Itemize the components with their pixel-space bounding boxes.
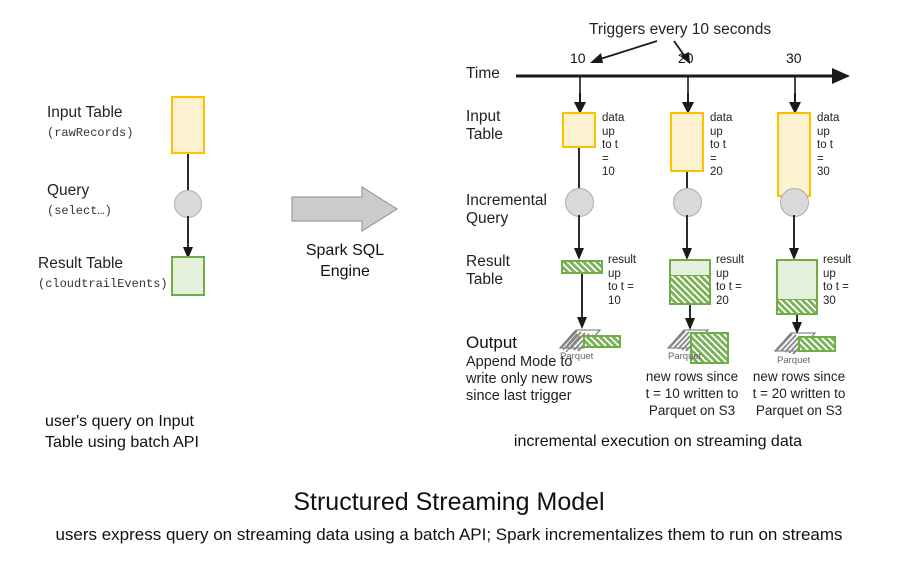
- page-subtitle: users express query on streaming data us…: [55, 525, 843, 544]
- right-panel: Triggers every 10 seconds Time 10 20 30 …: [466, 21, 852, 450]
- trigger-note-label: Triggers every 10 seconds: [589, 21, 772, 38]
- col20-result-table-box: [669, 259, 711, 305]
- col30-result-note: result up to t = 30: [823, 254, 852, 307]
- col20-output-note: new rows since t = 10 written to Parquet…: [645, 369, 739, 418]
- col10-parquet-label: Parquet: [560, 351, 594, 362]
- left-panel-caption: user's query on Input Table using batch …: [45, 413, 199, 451]
- right-panel-caption: incremental execution on streaming data: [513, 433, 803, 450]
- col20-connector-input-to-query: [686, 172, 688, 188]
- col30-trigger-arrow-icon: [789, 93, 801, 114]
- col30-input-table-box: [777, 112, 811, 197]
- col10-result-note: result up to t = 10: [608, 254, 637, 307]
- col30-output-note: new rows since t = 20 written to Parquet…: [752, 369, 846, 418]
- col10-parquet-output: Parquet: [558, 326, 621, 362]
- col20-result-hatched-part: [671, 275, 709, 303]
- row-label-output: Output Append Mode to write only new row…: [466, 333, 596, 405]
- col10-query-circle: [565, 188, 594, 217]
- time-axis: [516, 68, 850, 93]
- col10-input-table-box: [562, 112, 596, 148]
- left-input-table-box: [171, 96, 205, 154]
- col20-connector-result-to-output: [685, 305, 695, 330]
- col20-connector-query-to-result: [682, 215, 692, 260]
- col20-output-block: [690, 332, 729, 364]
- col30-result-table-box: [776, 259, 818, 315]
- col30-connector-result-to-output: [792, 315, 802, 334]
- col30-output-block: [798, 336, 836, 352]
- col30-query-circle: [780, 188, 809, 217]
- left-query-label: Query (select…): [47, 182, 112, 220]
- col20-parquet-label: Parquet: [668, 351, 702, 362]
- output-note: Append Mode to write only new rows since…: [466, 354, 593, 404]
- spark-sql-engine-label: Spark SQL Engine: [305, 242, 385, 280]
- left-query-sub: (select…): [47, 204, 112, 218]
- col20-parquet-output: Parquet: [666, 326, 729, 364]
- footer: Structured Streaming Model users express…: [0, 488, 898, 545]
- col10-input-note: data up to t = 10: [602, 112, 625, 178]
- left-query-circle: [174, 190, 202, 218]
- spark-sql-engine-group: Spark SQL Engine: [290, 185, 400, 282]
- time-tick-30: 30: [786, 50, 802, 66]
- row-label-result-table: Result Table: [466, 253, 510, 288]
- left-result-table-box: [171, 256, 205, 296]
- col20-trigger-arrow-icon: [682, 93, 694, 114]
- output-title: Output: [466, 333, 518, 352]
- left-connector-query-to-result: [183, 216, 193, 259]
- time-axis-label: Time: [466, 65, 500, 82]
- left-connector-input-to-query: [187, 154, 189, 190]
- left-result-table-label: Result Table (cloudtrailEvents): [38, 255, 168, 293]
- block-arrow-right-icon: [291, 185, 399, 233]
- left-input-table-label: Input Table (rawRecords): [47, 104, 133, 142]
- parquet-stack-icon: [558, 329, 602, 353]
- col20-query-circle: [673, 188, 702, 217]
- row-label-incremental-query: Incremental Query: [466, 192, 547, 227]
- col10-result-table-hatched: [561, 260, 603, 274]
- col30-parquet-output: Parquet: [773, 329, 836, 366]
- page-title: Structured Streaming Model: [293, 488, 605, 516]
- col20-input-note: data up to t = 20: [710, 112, 733, 178]
- left-panel: Input Table (rawRecords) Query (select…)…: [0, 0, 300, 480]
- left-result-table-sub: (cloudtrailEvents): [38, 277, 168, 291]
- col10-connector-input-to-query: [578, 148, 580, 188]
- row-label-input-table: Input Table: [466, 108, 504, 143]
- time-tick-10: 10: [570, 50, 586, 66]
- col20-input-table-box: [670, 112, 704, 172]
- col10-output-block: [583, 335, 621, 348]
- col30-input-note: data up to t = 30: [817, 112, 840, 178]
- time-tick-20: 20: [678, 50, 694, 66]
- left-input-table-sub: (rawRecords): [47, 126, 134, 140]
- col10-trigger-arrow-icon: [574, 93, 586, 114]
- left-query-title: Query: [47, 182, 90, 199]
- col10-connector-result-to-output: [577, 274, 587, 329]
- col30-parquet-label: Parquet: [777, 355, 811, 366]
- left-input-table-title: Input Table: [47, 104, 123, 121]
- trigger-arrows-icon: [590, 40, 690, 64]
- col30-connector-query-to-result: [789, 215, 799, 260]
- col20-result-note: result up to t = 20: [716, 254, 745, 307]
- col10-connector-query-to-result: [574, 215, 584, 260]
- col30-result-hatched-part: [778, 299, 816, 313]
- left-result-table-title: Result Table: [38, 255, 124, 272]
